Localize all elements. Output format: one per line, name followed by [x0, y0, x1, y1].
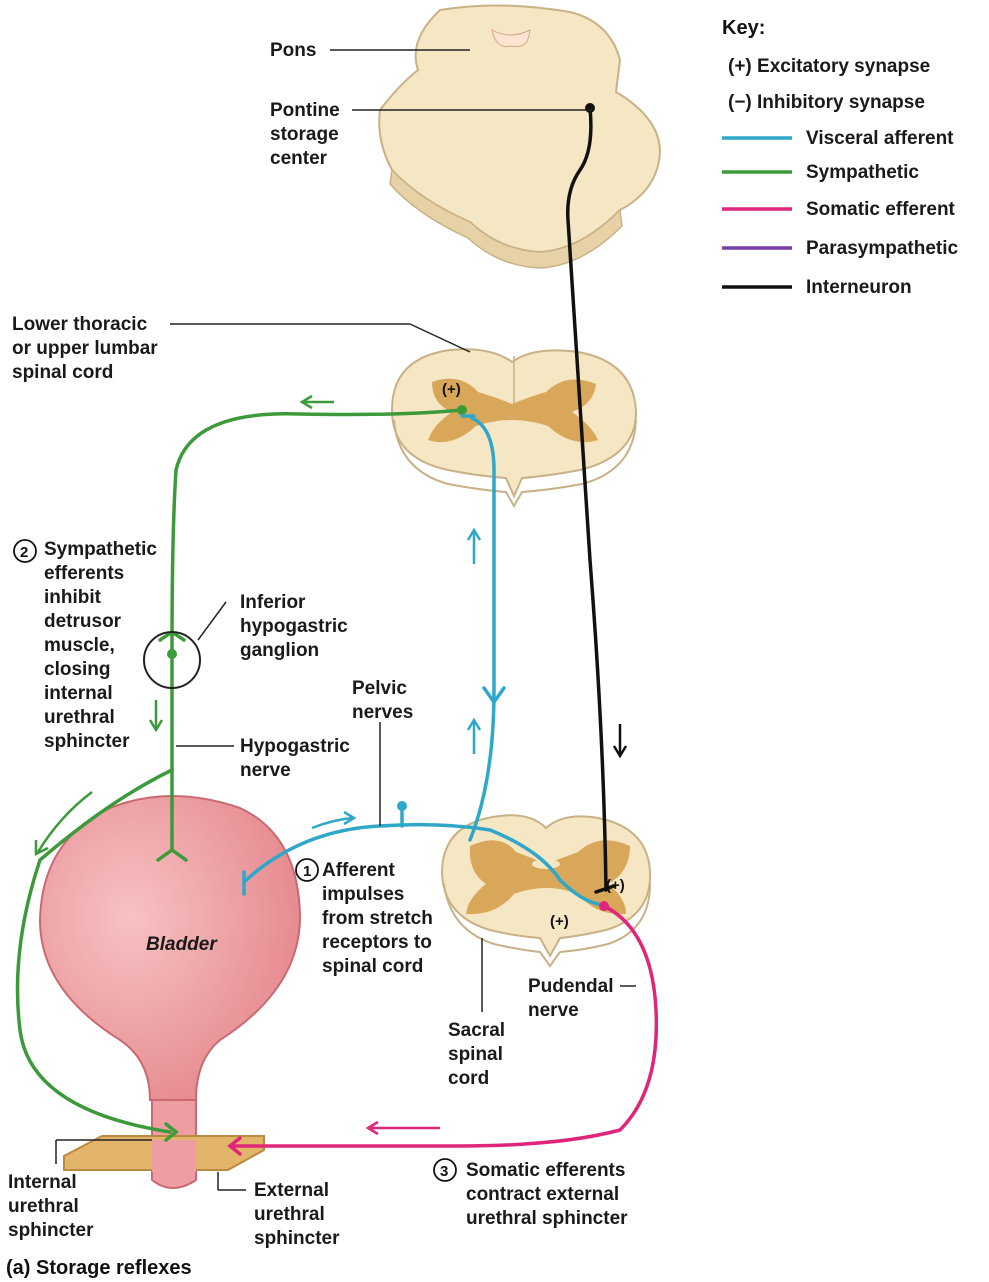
svg-text:storage: storage: [270, 124, 339, 145]
pons: [379, 5, 660, 268]
svg-text:sphincter: sphincter: [8, 1220, 94, 1241]
step-1-label: 1 Afferent impulses from stretch recepto…: [296, 859, 433, 977]
svg-text:detrusor: detrusor: [44, 611, 122, 632]
synapse-plus-thoracic: (+): [442, 381, 461, 398]
svg-text:efferents: efferents: [44, 563, 124, 584]
svg-text:Inferior: Inferior: [240, 592, 306, 613]
svg-text:impulses: impulses: [322, 884, 404, 905]
legend: Key: (+) Excitatory synapse (−) Inhibito…: [722, 17, 959, 298]
svg-text:internal: internal: [44, 683, 113, 704]
legend-title: Key:: [722, 17, 765, 39]
ganglion-label: Inferior hypogastric ganglion: [240, 592, 348, 661]
svg-text:urethral: urethral: [254, 1204, 325, 1225]
svg-text:cord: cord: [448, 1068, 489, 1089]
svg-text:spinal cord: spinal cord: [322, 956, 423, 977]
legend-label-sympathetic: Sympathetic: [806, 162, 919, 183]
svg-text:receptors to: receptors to: [322, 932, 432, 953]
svg-text:urethral: urethral: [8, 1196, 79, 1217]
lower-thoracic-label: Lower thoracic or upper lumbar spinal co…: [12, 314, 158, 383]
svg-text:External: External: [254, 1180, 329, 1201]
svg-text:spinal: spinal: [448, 1044, 503, 1065]
hypogastric-nerve-label: Hypogastric nerve: [240, 736, 350, 781]
svg-text:Lower thoracic: Lower thoracic: [12, 314, 148, 335]
svg-text:or upper lumbar: or upper lumbar: [12, 338, 158, 359]
svg-text:3: 3: [440, 1163, 448, 1180]
svg-text:Pelvic: Pelvic: [352, 678, 407, 699]
svg-text:sphincter: sphincter: [44, 731, 130, 752]
pelvic-nerves-label: Pelvic nerves: [352, 678, 413, 723]
legend-label-parasympathetic: Parasympathetic: [806, 238, 959, 259]
svg-text:center: center: [270, 148, 328, 169]
legend-label-visceral-afferent: Visceral afferent: [806, 128, 954, 149]
svg-text:ganglion: ganglion: [240, 640, 319, 661]
svg-text:urethral sphincter: urethral sphincter: [466, 1208, 628, 1229]
svg-text:inhibit: inhibit: [44, 587, 102, 608]
svg-text:spinal cord: spinal cord: [12, 362, 113, 383]
legend-excitatory: (+) Excitatory synapse: [728, 56, 930, 77]
svg-text:Hypogastric: Hypogastric: [240, 736, 350, 757]
internal-urethral-sphincter-label: Internal urethral sphincter: [8, 1172, 94, 1241]
svg-text:from stretch: from stretch: [322, 908, 433, 929]
svg-text:closing: closing: [44, 659, 111, 680]
synapse-plus-sacral-2: (+): [550, 913, 569, 930]
synapse-plus-sacral-1: (+): [606, 877, 625, 894]
svg-text:nerve: nerve: [240, 760, 291, 781]
pons-label: Pons: [270, 40, 316, 61]
svg-text:Afferent: Afferent: [322, 860, 396, 881]
legend-inhibitory: (−) Inhibitory synapse: [728, 92, 925, 113]
svg-text:Internal: Internal: [8, 1172, 77, 1193]
svg-text:urethral: urethral: [44, 707, 115, 728]
svg-text:1: 1: [303, 863, 311, 880]
svg-text:muscle,: muscle,: [44, 635, 115, 656]
pontine-storage-center-label: Pontine storage center: [270, 100, 340, 169]
svg-text:Sympathetic: Sympathetic: [44, 539, 157, 560]
lower-thoracic-spinal-cord: [392, 349, 636, 506]
step-3-label: 3 Somatic efferents contract external ur…: [434, 1159, 628, 1229]
sacral-spinal-cord-label: Sacral spinal cord: [448, 1020, 505, 1089]
svg-text:sphincter: sphincter: [254, 1228, 340, 1249]
svg-text:hypogastric: hypogastric: [240, 616, 348, 637]
svg-text:Pontine: Pontine: [270, 100, 340, 121]
external-urethral-sphincter-label: External urethral sphincter: [254, 1180, 340, 1249]
svg-text:contract external: contract external: [466, 1184, 619, 1205]
pudendal-nerve-label: Pudendal nerve: [528, 976, 614, 1021]
svg-text:Pudendal: Pudendal: [528, 976, 614, 997]
bladder-label: Bladder: [146, 934, 218, 955]
svg-text:Somatic efferents: Somatic efferents: [466, 1160, 625, 1181]
figure-caption: (a) Storage reflexes: [6, 1257, 192, 1279]
svg-text:nerve: nerve: [528, 1000, 579, 1021]
legend-label-interneuron: Interneuron: [806, 277, 912, 298]
legend-label-somatic-efferent: Somatic efferent: [806, 199, 956, 220]
step-2-label: 2 Sympathetic efferents inhibit detrusor…: [14, 539, 157, 752]
svg-text:2: 2: [20, 544, 28, 561]
svg-text:nerves: nerves: [352, 702, 413, 723]
svg-text:Sacral: Sacral: [448, 1020, 505, 1041]
